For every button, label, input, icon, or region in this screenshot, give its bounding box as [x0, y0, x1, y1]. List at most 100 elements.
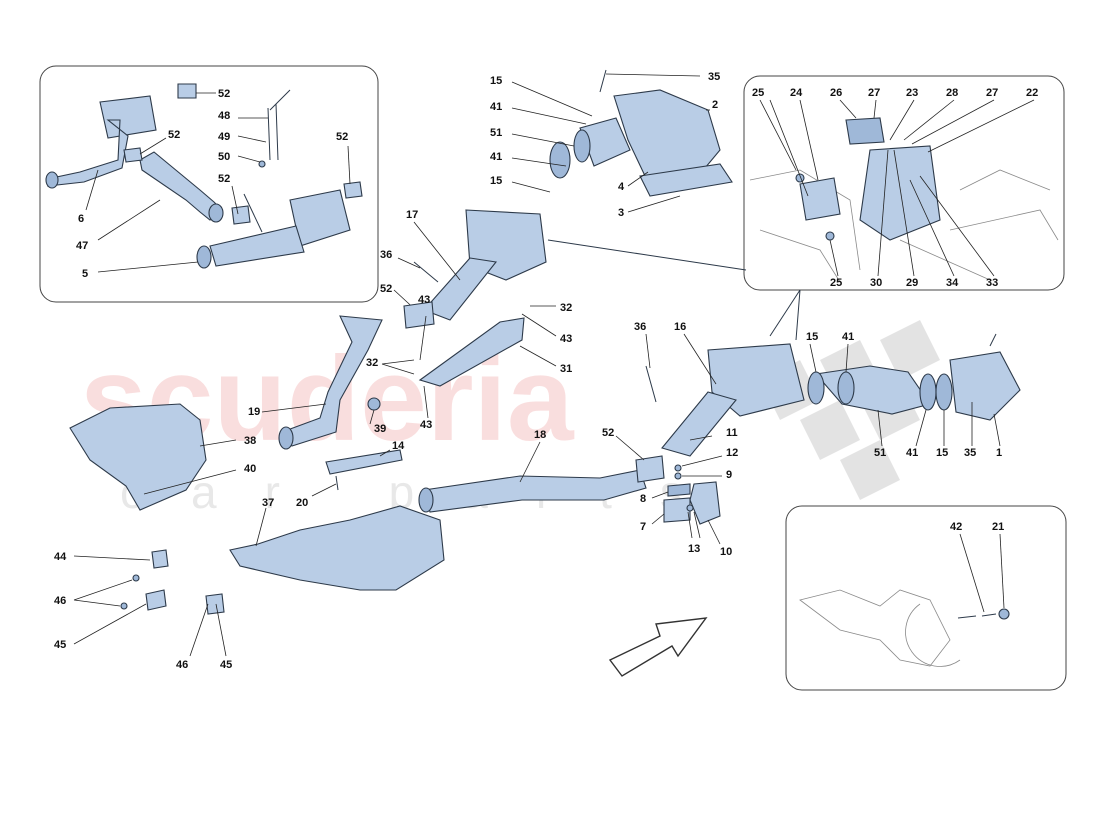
- inset-rear-silencers: 52 52 52 52 48 49 50 6 47 5: [39, 65, 379, 303]
- exhaust-manifold: 15 35 41 2 51 41 15 4 3: [490, 69, 733, 219]
- label-2: 2: [712, 99, 718, 111]
- label-49: 49: [218, 131, 230, 143]
- label-40: 40: [244, 463, 256, 475]
- pipe-18: [423, 469, 647, 513]
- label-3: 3: [618, 207, 624, 219]
- label-8: 8: [640, 493, 646, 505]
- label-42: 42: [950, 521, 962, 533]
- label-16: 16: [674, 321, 686, 333]
- inset-catalyst-mount: 25 24 26 27 23 28 27 22 25 30 29 34 33: [743, 75, 1065, 291]
- sensor-36-right: [645, 365, 657, 403]
- heat-shield-37: [229, 505, 445, 591]
- label-10: 10: [720, 546, 732, 558]
- silencer-left: [99, 95, 157, 139]
- label-32: 32: [560, 302, 572, 314]
- label-21: 21: [992, 521, 1004, 533]
- bolt-46b: [120, 602, 128, 610]
- clamp-52e: [403, 301, 435, 329]
- label-24: 24: [790, 87, 803, 99]
- inset-frame: [39, 65, 379, 303]
- label-29: 29: [906, 277, 918, 289]
- label-15: 15: [490, 175, 502, 187]
- clamp-52c: [231, 205, 251, 225]
- label-1: 1: [996, 447, 1002, 459]
- label-19: 19: [248, 406, 260, 418]
- bracket-14: [325, 449, 403, 475]
- label-7: 7: [640, 521, 646, 533]
- label-35: 35: [964, 447, 976, 459]
- front-direction-arrow-icon: [608, 617, 708, 677]
- label-9: 9: [726, 469, 732, 481]
- ring-41: [573, 129, 591, 163]
- label-51: 51: [874, 447, 886, 459]
- actuator-7: [663, 497, 691, 523]
- clamp-52b: [123, 147, 143, 163]
- bolt-20: [335, 475, 339, 491]
- bolt-13: [686, 504, 694, 512]
- sensor-42: [957, 613, 997, 619]
- label-26: 26: [830, 87, 842, 99]
- bracket-23: [845, 117, 885, 145]
- label-45: 45: [54, 639, 66, 651]
- plate-8: [667, 483, 691, 497]
- mount-45: [145, 589, 167, 611]
- label-5: 5: [82, 268, 88, 280]
- label-47: 47: [76, 240, 88, 252]
- label-13: 13: [688, 543, 700, 555]
- label-39: 39: [374, 423, 386, 435]
- catalyst-16: [707, 343, 805, 417]
- label-44: 44: [54, 551, 67, 563]
- label-18: 18: [534, 429, 546, 441]
- catalyst-housing: [859, 145, 941, 241]
- label-22: 22: [1026, 87, 1038, 99]
- label-36: 36: [634, 321, 646, 333]
- rubber-mounts: 44 46 45 46 45: [54, 549, 232, 671]
- label-52: 52: [380, 283, 392, 295]
- label-35: 35: [708, 71, 720, 83]
- label-41: 41: [842, 331, 854, 343]
- pipe-19-assembly: 19 39 14 20: [248, 315, 405, 509]
- label-51: 51: [490, 127, 502, 139]
- label-15: 15: [490, 75, 502, 87]
- tailpipe-tip: [45, 171, 59, 189]
- pipe-18-assembly: 18 52: [418, 427, 665, 513]
- label-4: 4: [618, 181, 625, 193]
- mount-44: [151, 549, 169, 569]
- pipe-5: [209, 225, 305, 267]
- label-15: 15: [806, 331, 818, 343]
- manifold-1: [949, 351, 1021, 421]
- label-52: 52: [218, 173, 230, 185]
- label-45: 45: [220, 659, 232, 671]
- label-20: 20: [296, 497, 308, 509]
- hanger-rod: [243, 193, 263, 233]
- bracket-10: [689, 481, 721, 525]
- label-50: 50: [218, 151, 230, 163]
- bolt-25: [825, 231, 835, 241]
- gasket-3: [639, 163, 733, 197]
- label-23: 23: [906, 87, 918, 99]
- right-catalyst: 36 16 15 41 51 41 15 35 1: [634, 321, 1021, 459]
- inset-sensor-detail: 42 21: [785, 505, 1067, 691]
- label-43: 43: [560, 333, 572, 345]
- label-6: 6: [78, 213, 84, 225]
- catalyst-pipe: [423, 257, 498, 321]
- clamp-52a: [177, 83, 197, 99]
- ring-41b: [919, 373, 937, 411]
- label-34: 34: [946, 277, 959, 289]
- label-37: 37: [262, 497, 274, 509]
- label-27: 27: [868, 87, 880, 99]
- clamp-52d: [343, 181, 363, 199]
- valve-actuator-cluster: 11 12 9 8 7 13 10: [640, 427, 738, 558]
- ring-15: [549, 141, 571, 179]
- label-25: 25: [752, 87, 764, 99]
- ring-15b: [935, 373, 953, 411]
- label-41: 41: [490, 151, 502, 163]
- label-25: 25: [830, 277, 842, 289]
- label-46: 46: [176, 659, 188, 671]
- label-36: 36: [380, 249, 392, 261]
- left-catalyst: 17 36 52: [380, 209, 547, 329]
- pipe-18-end: [418, 487, 434, 513]
- label-32: 32: [366, 357, 378, 369]
- mount-45b: [205, 593, 225, 615]
- nut-9: [674, 472, 682, 480]
